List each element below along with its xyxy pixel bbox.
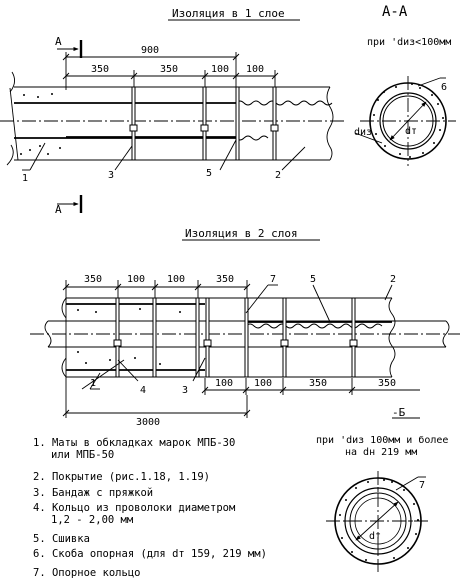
dim-mid-lower-seg2: 100 — [254, 378, 272, 389]
callout-top-2: 2 — [275, 170, 281, 181]
title-layer1: Изоляция в 1 слое — [172, 7, 285, 20]
pipe-top — [0, 71, 345, 166]
callout-mid-7: 7 — [270, 274, 276, 285]
label-dt-a: dт — [405, 126, 417, 137]
callout-section-b-7: 7 — [419, 480, 425, 491]
dim-mid-lower-seg4: 350 — [378, 378, 396, 389]
legend-item-1-line2: или МПБ-50 — [51, 449, 114, 461]
dim-mid-upper-seg4: 350 — [216, 274, 234, 285]
legend-item-6-line1: 6. Скоба опорная (для dт 159, 219 мм) — [33, 548, 267, 560]
title-section-b: -Б — [392, 406, 406, 419]
dim-chain-middle-upper — [62, 280, 251, 300]
dim-overall-bottom: 3000 — [136, 417, 160, 428]
section-b-note-line2: на dн 219 мм — [345, 447, 417, 458]
title-layer2: Изоляция в 2 слоя — [185, 227, 298, 240]
dim-mid-upper-seg3: 100 — [167, 274, 185, 285]
dim-mid-lower-seg3: 350 — [309, 378, 327, 389]
dim-mid-upper-seg1: 350 — [84, 274, 102, 285]
label-dt-b: dт — [369, 531, 381, 542]
callout-mid-4: 4 — [140, 385, 146, 396]
legend-item-7-line1: 7. Опорное кольцо — [33, 567, 140, 579]
callouts-middle — [81, 284, 393, 390]
legend-item-4-line2: 1,2 - 2,00 мм — [51, 514, 134, 526]
dim-top-seg3: 100 — [211, 64, 229, 75]
legend-item-5-line1: 5. Сшивка — [33, 533, 90, 545]
callout-mid-5: 5 — [310, 274, 316, 285]
section-a-drawing — [354, 76, 456, 166]
dim-mid-upper-seg2: 100 — [127, 274, 145, 285]
section-mark-top: А — [55, 35, 62, 48]
callout-mid-1: 1 — [90, 378, 96, 389]
section-mark-bottom: А — [55, 203, 62, 216]
title-section-aa: А-А — [382, 4, 408, 20]
dim-chain-middle-lower — [62, 377, 420, 418]
legend-item-3-line1: 3. Бандаж с пряжкой — [33, 487, 153, 499]
section-b-note-line1: при 'dиз 100мм и более — [316, 434, 448, 446]
label-diz-a: dиз — [354, 127, 372, 138]
dim-top-seg2: 350 — [160, 64, 178, 75]
callout-top-5: 5 — [206, 168, 212, 179]
section-a-note: при 'dиз<100мм — [367, 37, 451, 48]
section-b-drawing — [326, 471, 430, 572]
callouts-top — [22, 139, 306, 171]
callout-section-a-6: 6 — [441, 82, 447, 93]
dim-mid-lower-seg1: 100 — [215, 378, 233, 389]
legend: 1. Маты в обкладках марок МПБ-30 или МПБ… — [33, 437, 267, 579]
dim-chain-top — [62, 52, 279, 90]
dim-top-overall: 900 — [141, 45, 159, 56]
legend-item-4-line1: 4. Кольцо из проволоки диаметром — [33, 502, 236, 514]
callout-mid-2: 2 — [390, 274, 396, 285]
dim-top-seg4: 100 — [246, 64, 264, 75]
callout-mid-3: 3 — [182, 385, 188, 396]
legend-item-1-line1: 1. Маты в обкладках марок МПБ-30 — [33, 437, 235, 449]
pipe-middle — [30, 297, 460, 378]
callout-top-3: 3 — [108, 170, 114, 181]
dim-top-seg1: 350 — [91, 64, 109, 75]
callout-top-1: 1 — [22, 173, 28, 184]
legend-item-2-line1: 2. Покрытие (рис.1.18, 1.19) — [33, 471, 210, 483]
